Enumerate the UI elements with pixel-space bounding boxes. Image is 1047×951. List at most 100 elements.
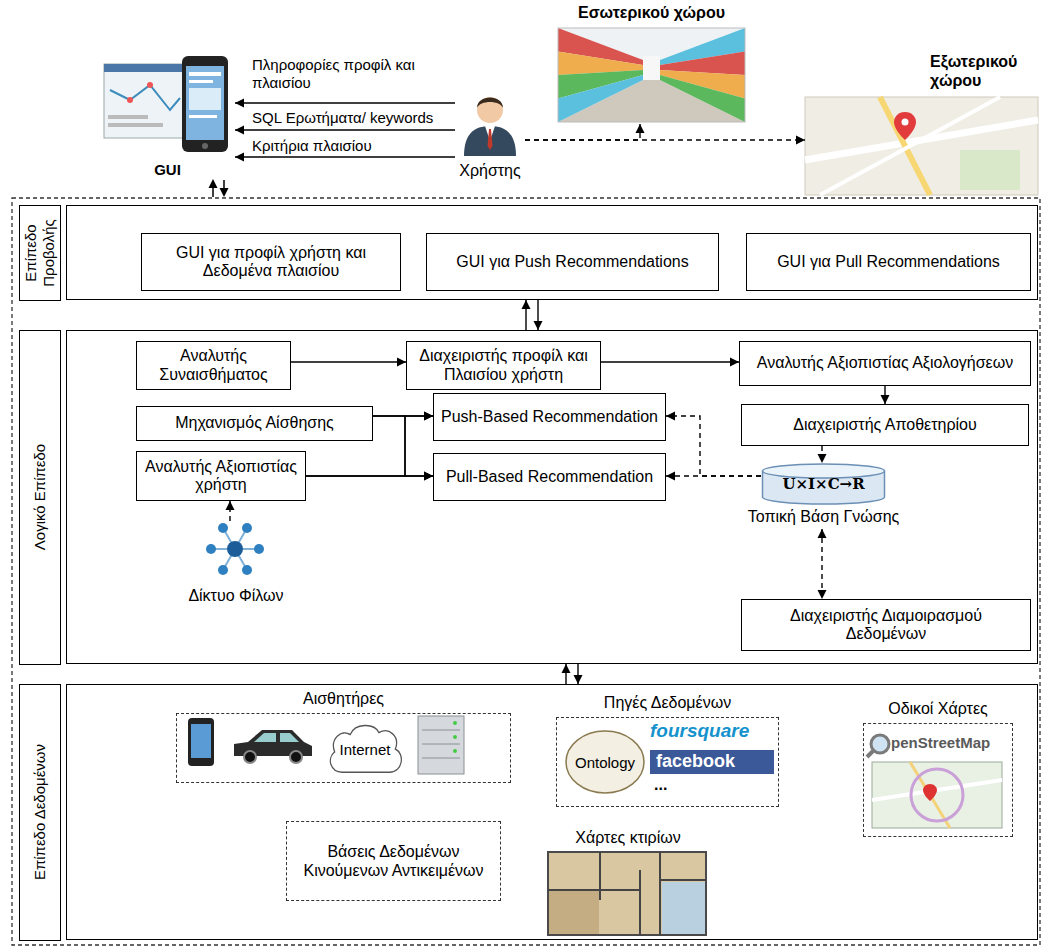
arrow-head — [818, 590, 827, 599]
box-text: GUI για Pull Recommendations — [777, 253, 1000, 271]
process-box: Μηχανισμός Αίσθησης — [136, 406, 373, 441]
user-figure: Χρήστης — [455, 90, 525, 180]
cloud-text: Internet — [324, 720, 406, 778]
box-text: Μηχανισμός Αίσθησης — [175, 414, 334, 432]
connector — [601, 358, 739, 367]
arrow-head — [424, 412, 433, 421]
arrow-head — [818, 529, 827, 538]
osm-magnifier-icon — [867, 735, 889, 757]
ontology-oval: Ontology — [565, 730, 645, 794]
friends-network-icon — [206, 523, 264, 575]
outdoor-map-picture — [805, 97, 1038, 195]
arrow-head — [235, 153, 244, 162]
picture-frame: Χάρτες κτιρίων — [549, 853, 707, 936]
dashed-box: Βάσεις Δεδομένων Κινούμενων Αντικειμένων — [286, 821, 501, 901]
connector-line — [666, 475, 761, 476]
gui-system-arrows — [209, 179, 229, 197]
sensor-phone-icon — [188, 718, 214, 766]
layer-band: Επίπεδο ΠροβολήςGUI για προφίλ χρήστη κα… — [66, 205, 1038, 300]
process-box: GUI για Push Recommendations — [426, 233, 719, 291]
arrow-head — [522, 300, 531, 309]
connector-line — [235, 102, 455, 103]
figure-caption: GUI — [75, 161, 260, 178]
group-heading: Χάρτες κτιρίων — [519, 829, 737, 847]
arrow-head — [574, 675, 583, 684]
box-text: Βάσεις Δεδομένων Κινούμενων Αντικειμένων — [294, 842, 493, 880]
arrow-head — [881, 395, 890, 404]
process-box: Αναλυτής Αξιοπιστίας χρήστη — [136, 451, 306, 501]
edge-label: Πληροφορίες προφίλ και πλαισίου — [250, 56, 419, 92]
arrow-head — [730, 358, 739, 367]
arrow-head — [666, 472, 675, 481]
indoor-supermarket-picture — [558, 28, 745, 122]
connector-line — [306, 475, 433, 476]
connector — [306, 472, 433, 481]
connector — [574, 664, 583, 684]
arrow-head — [235, 126, 244, 135]
connector — [235, 99, 455, 108]
process-box: Διαχειριστής προφίλ και Πλαισίου χρήστη — [406, 341, 601, 390]
box-text: GUI για Push Recommendations — [456, 253, 688, 271]
road-map-picture — [872, 762, 1002, 828]
smartphone-icon — [182, 56, 228, 152]
logo-text: penStreetMap — [891, 734, 1009, 751]
figure-caption: Δίκτυο Φίλων — [156, 587, 316, 605]
arrow-head — [424, 472, 433, 481]
layer-label-box: Λογικό Επίπεδο — [19, 330, 61, 665]
arrow-head — [424, 412, 433, 421]
box-text: Αναλυτής Αξιοπιστίας χρήστη — [144, 458, 298, 495]
arrow-head — [796, 136, 805, 145]
layer-label: Επίπεδο Προβολής — [22, 209, 58, 296]
connector — [522, 300, 531, 330]
layer-band: Λογικό ΕπίπεδοΑναλυτής ΣυναισθήματοςΔιαχ… — [66, 330, 1038, 664]
box-text: GUI για προφίλ χρήστη και Δεδομένα πλαισ… — [149, 244, 393, 281]
formula-text: U×I×C→R — [761, 475, 886, 493]
outdoor-figure: Εξωτερικού χώρου — [805, 52, 1040, 197]
figure-caption: Εσωτερικού χώρου — [545, 4, 758, 22]
box-text: Διαχειριστής προφίλ και Πλαισίου χρήστη — [414, 347, 593, 384]
arrow-head — [226, 501, 235, 510]
dashed-connector — [666, 472, 761, 481]
edge-label: SQL Ερωτήματα/ keywords — [250, 109, 454, 127]
connector-line — [601, 361, 739, 362]
box-text: Διαχειριστής Διαμοιρασμού Δεδομένων — [749, 607, 1023, 644]
box-text: Αναλυτής Αξιοπιστίας Αξιολογήσεων — [757, 354, 1013, 372]
process-box: Push-Based Recommendation — [433, 393, 666, 441]
dashed-connector — [818, 446, 827, 463]
connector-line — [235, 156, 455, 157]
process-box: Αναλυτής Αξιοπιστίας Αξιολογήσεων — [739, 341, 1031, 386]
arrow-head — [534, 321, 543, 330]
process-box: Pull-Based Recommendation — [433, 453, 666, 501]
layer-label-box: Επίπεδο Δεδομένων — [19, 684, 61, 941]
node-caption: Τοπική Βάση Γνώσης — [721, 508, 926, 526]
floor-plan-picture — [548, 852, 706, 935]
figure-caption: Χρήστης — [430, 162, 550, 180]
logo-text: facebook — [650, 750, 774, 774]
box-text: Push-Based Recommendation — [441, 408, 658, 426]
dashed-group: ΑισθητήρεςInternet — [176, 713, 511, 783]
box-text: Pull-Based Recommendation — [446, 468, 653, 486]
connector — [373, 416, 433, 481]
dashed-connector — [818, 529, 827, 599]
oval-text: Ontology — [565, 730, 645, 794]
process-box: Διαχειριστής Διαμοιρασμού Δεδομένων — [741, 599, 1031, 651]
process-box: GUI για προφίλ χρήστη και Δεδομένα πλαισ… — [141, 233, 401, 291]
group-heading: Οδικοί Χάρτες — [834, 700, 1042, 718]
arrow-head — [666, 412, 675, 421]
connector — [562, 664, 571, 684]
figure-caption: Εξωτερικού χώρου — [930, 52, 1040, 90]
layer-band: Επίπεδο ΔεδομένωνΑισθητήρεςInternetΠηγές… — [66, 684, 1038, 940]
network-figure: Δίκτυο Φίλων — [181, 521, 291, 605]
layer-label: Επίπεδο Δεδομένων — [31, 688, 49, 936]
layer-label: Λογικό Επίπεδο — [31, 334, 49, 660]
arrow-head — [424, 472, 433, 481]
process-box: Διαχειριστής Αποθετηρίου — [741, 404, 1029, 446]
connector — [881, 386, 890, 404]
outer-dashed-frame — [12, 198, 1040, 945]
connector-line — [373, 416, 433, 476]
gui-screenshot — [104, 64, 188, 138]
ellipsis-text: ... — [654, 776, 694, 794]
connector-line — [291, 361, 406, 362]
group-heading: Αισθητήρες — [147, 690, 540, 708]
